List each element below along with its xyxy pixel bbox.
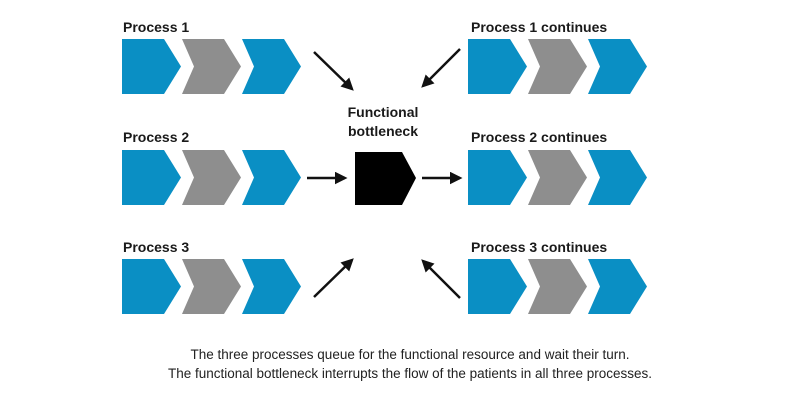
process-2-continues-step-3 bbox=[588, 150, 647, 205]
process-3-chain bbox=[122, 259, 301, 314]
process-3-step-2 bbox=[182, 259, 241, 314]
process-2-step-2 bbox=[182, 150, 241, 205]
process-3-continues-chain bbox=[468, 259, 647, 314]
process-1-continues-step-2 bbox=[528, 39, 587, 94]
process-3-continues-step-3 bbox=[588, 259, 647, 314]
process-1-label: Process 1 bbox=[123, 19, 190, 35]
caption-line1: The three processes queue for the functi… bbox=[190, 347, 630, 362]
process-2-continues-step-2 bbox=[528, 150, 587, 205]
bottleneck-label-line1: Functional bbox=[347, 104, 419, 120]
process-2-step-1 bbox=[122, 150, 181, 205]
process-1-continues-chain bbox=[468, 39, 647, 94]
process-2-continues-label: Process 2 continues bbox=[471, 129, 608, 145]
arrow-process-3-to-bottleneck bbox=[313, 258, 354, 298]
process-1-step-1 bbox=[122, 39, 181, 94]
diagram-caption: The three processes queue for the functi… bbox=[0, 345, 800, 383]
process-2-continues-step-1 bbox=[468, 150, 527, 205]
process-2-chain bbox=[122, 150, 301, 205]
process-3-continues-label: Process 3 continues bbox=[471, 239, 608, 255]
process-1-step-3 bbox=[242, 39, 301, 94]
process-3-step-1 bbox=[122, 259, 181, 314]
process-3-step-3 bbox=[242, 259, 301, 314]
arrow-bottleneck-to-process-3-continues bbox=[421, 259, 461, 299]
process-2-continues-chain bbox=[468, 150, 647, 205]
process-3-continues-step-2 bbox=[528, 259, 587, 314]
process-1-step-2 bbox=[182, 39, 241, 94]
process-3-label: Process 3 bbox=[123, 239, 190, 255]
arrow-process-1-to-bottleneck bbox=[313, 51, 354, 91]
process-2-step-3 bbox=[242, 150, 301, 205]
process-1-continues-step-3 bbox=[588, 39, 647, 94]
process-1-continues-step-1 bbox=[468, 39, 527, 94]
process-1-continues-label: Process 1 continues bbox=[471, 19, 608, 35]
bottleneck-shape bbox=[355, 152, 416, 205]
bottleneck-label: Functional bottleneck bbox=[333, 103, 433, 141]
process-2-label: Process 2 bbox=[123, 129, 190, 145]
arrow-bottleneck-to-process-1-continues bbox=[421, 48, 461, 88]
process-1-chain bbox=[122, 39, 301, 94]
bottleneck-label-line2: bottleneck bbox=[347, 123, 418, 139]
process-3-continues-step-1 bbox=[468, 259, 527, 314]
caption-line2: The functional bottleneck interrupts the… bbox=[167, 366, 653, 381]
